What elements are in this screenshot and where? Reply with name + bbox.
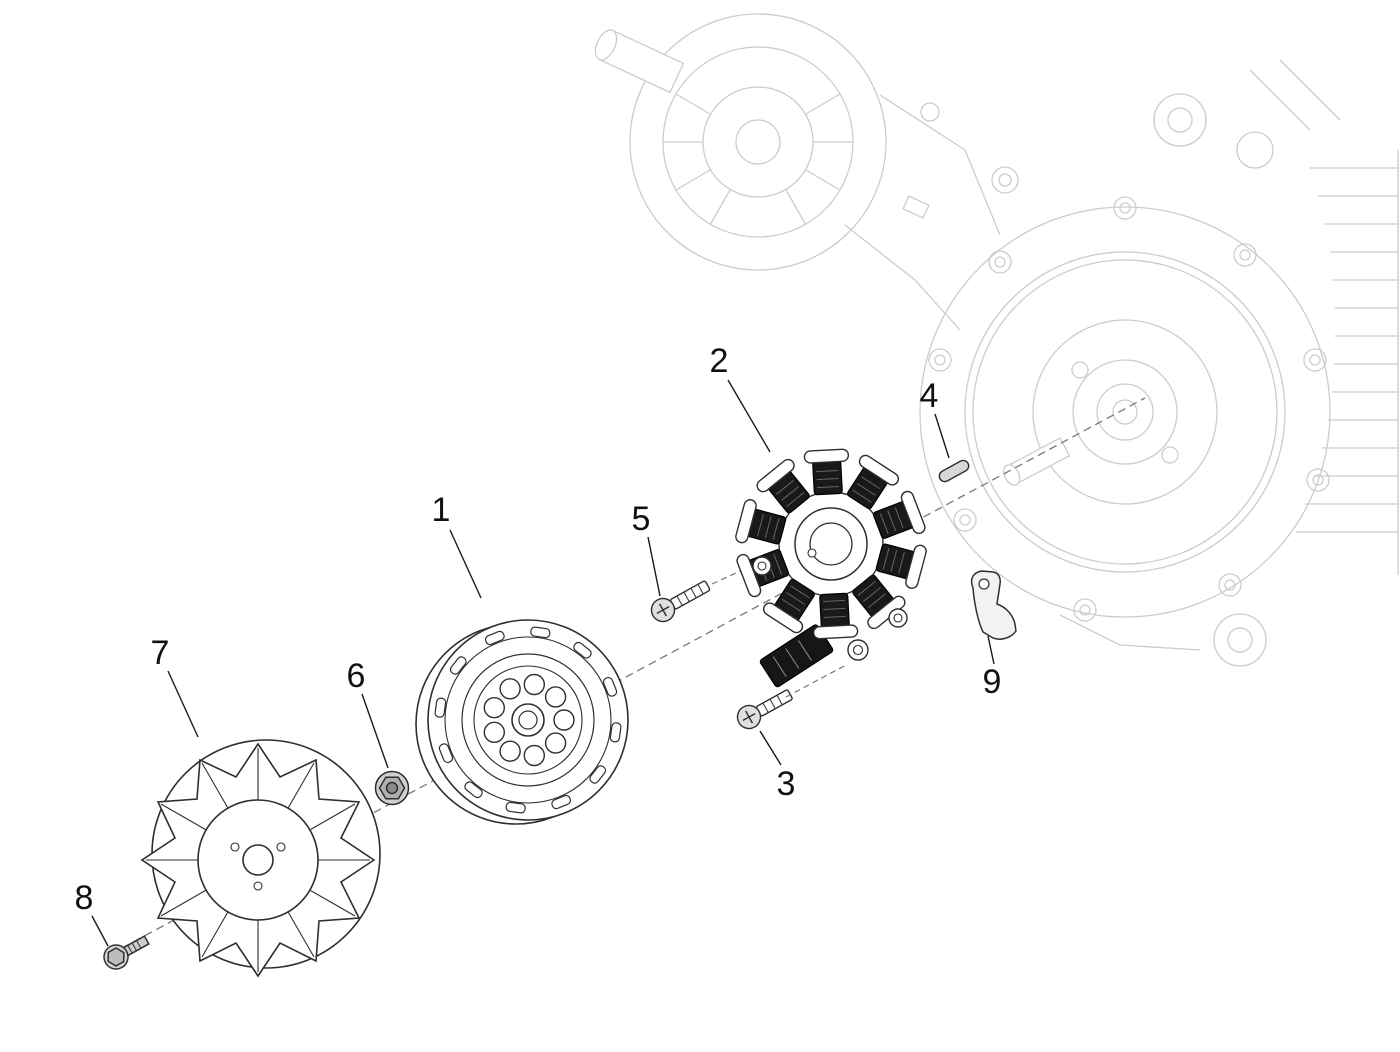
part-flange-nut [374,770,410,806]
part-woodruff-key [938,459,970,483]
exploded-axis [121,397,1146,949]
crankcase-bolt-bosses [928,196,1330,622]
part-screw-lower [736,689,793,730]
part-bracket [970,570,1017,640]
callout-6: 6 [346,657,366,695]
part-flange-bolt [103,935,150,970]
callout-5: 5 [631,500,651,538]
stator-coils [735,448,927,640]
callout-4: 4 [919,377,939,415]
callout-leader-lines [91,379,995,947]
callout-8: 8 [74,879,94,917]
part-flywheel-rotor [415,619,629,825]
part-stator [735,448,927,688]
background-engine-outline [594,13,1399,667]
callout-2: 2 [709,342,729,380]
callout-1: 1 [431,491,451,529]
callout-3: 3 [776,765,796,803]
part-cooling-fan [140,739,381,978]
part-screw-upper [650,580,711,623]
cylinder-fins [1059,59,1399,667]
callout-9: 9 [982,663,1002,701]
callout-7: 7 [150,634,170,672]
